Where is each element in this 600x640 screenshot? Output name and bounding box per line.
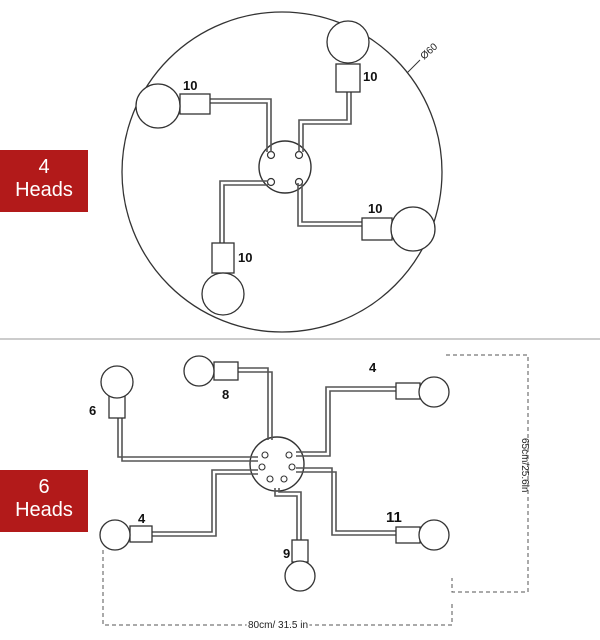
canopy-screw [294, 150, 304, 160]
ceiling-diameter-circle [121, 11, 443, 333]
diameter-leader [406, 59, 421, 74]
arm-left [210, 98, 272, 152]
badge-word: Heads [15, 179, 73, 201]
arm-bottom [219, 180, 268, 243]
six-heads-badge: 6 Heads [0, 470, 88, 532]
badge-number: 4 [38, 156, 50, 178]
arm-length-label-top-right: 4 [369, 360, 377, 375]
arm-length-label-bottom-right: 11 [386, 509, 402, 526]
six-heads-diagram: 8 6 4 4 9 11 65cm/25.6in 80cm/ 31.5 in [89, 354, 530, 633]
height-label: 65cm/25.6in [519, 438, 530, 492]
bulb-top [326, 20, 370, 64]
width-label: 80cm/ 31.5 in [248, 620, 308, 631]
canopy-screw [261, 451, 269, 459]
arm-top-left [238, 367, 273, 440]
arm-length-label-right: 10 [368, 201, 382, 216]
socket-bottom-right [395, 526, 421, 544]
width-dimension-line [102, 550, 453, 626]
arm-length-label-top-left: 8 [222, 387, 229, 402]
canopy [249, 436, 305, 492]
socket-top-left [213, 361, 239, 381]
socket-bottom-left [129, 525, 153, 543]
arm-top-right [296, 386, 396, 457]
socket-right [361, 217, 393, 241]
arm-bottom-right [296, 467, 396, 536]
bulb-left [135, 83, 181, 129]
canopy-screw [288, 463, 296, 471]
arm-length-label-bottom: 9 [283, 546, 290, 561]
canopy-screw [285, 451, 293, 459]
canopy-screw [280, 475, 288, 483]
bulb-bottom-right [418, 519, 450, 551]
socket-top-right [395, 382, 421, 400]
arm-length-label-bottom: 10 [238, 250, 252, 265]
canopy-screw [266, 177, 276, 187]
bulb-right [390, 206, 436, 252]
socket-top [335, 63, 361, 93]
canopy-screw [266, 150, 276, 160]
canopy-screw [266, 475, 274, 483]
bulb-top-right [418, 376, 450, 408]
bulb-left [100, 365, 134, 399]
socket-left [179, 93, 211, 115]
bulb-top-left [183, 355, 215, 387]
arm-length-label-left: 10 [183, 78, 197, 93]
bulb-bottom-left [99, 519, 131, 551]
four-heads-diagram: Ø60 10 10 10 10 [121, 11, 443, 333]
socket-bottom [291, 539, 309, 563]
bulb-bottom [201, 272, 245, 316]
badge-number: 6 [38, 476, 50, 498]
arm-bottom [274, 488, 302, 540]
diameter-label: Ø60 [419, 41, 441, 62]
four-heads-badge: 4 Heads [0, 150, 88, 212]
canopy-screw [258, 463, 266, 471]
arm-length-label-left: 6 [89, 403, 96, 418]
socket-bottom [211, 242, 235, 274]
bulb-bottom [284, 560, 316, 592]
arm-top [298, 92, 352, 152]
arm-length-label-top: 10 [363, 69, 377, 84]
arm-length-label-bottom-left: 4 [138, 511, 146, 526]
socket-left [108, 395, 126, 419]
badge-word: Heads [15, 499, 73, 521]
arm-bottom-left [152, 469, 258, 537]
height-dimension-line [446, 354, 529, 593]
arm-right [297, 183, 362, 227]
arm-left [117, 418, 258, 462]
